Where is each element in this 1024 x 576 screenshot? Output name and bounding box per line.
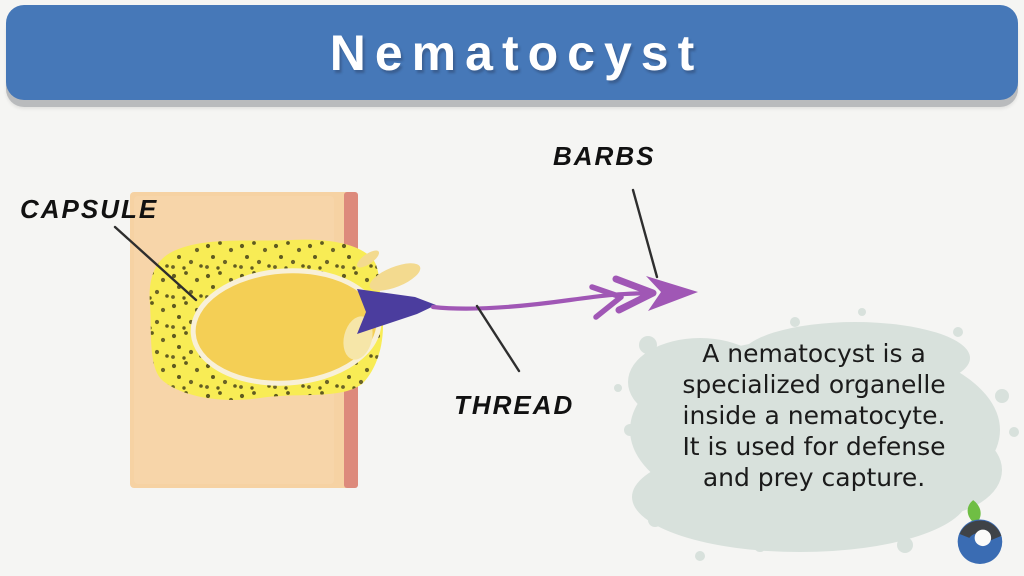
title-banner: Nematocyst	[6, 5, 1018, 100]
biology-online-logo-icon	[957, 500, 1003, 564]
capsule-illustration	[149, 239, 384, 400]
dart-base	[357, 289, 436, 334]
thread-line	[430, 290, 651, 311]
barbs-label: BARBS	[553, 141, 656, 171]
thread-leader-line	[475, 304, 521, 373]
capsule-leader-line	[113, 225, 198, 302]
logo-hole	[974, 529, 992, 547]
definition-note: A nematocyst is a specialized organelle …	[682, 339, 946, 492]
leader-lines	[113, 188, 659, 373]
barbs-leader-line	[631, 188, 659, 279]
dart-petal-small	[356, 250, 380, 268]
arrow-barb-mid	[612, 275, 657, 314]
thread-label: THREAD	[454, 390, 575, 420]
dart-and-thread	[343, 250, 698, 360]
page-title: Nematocyst	[329, 24, 704, 81]
arrow-barb-rear	[589, 284, 624, 320]
logo-leaf	[967, 500, 981, 525]
dart-petal-upper	[369, 263, 421, 291]
arrow-head	[646, 276, 698, 311]
note-splotch	[614, 308, 1019, 561]
capsule-label: CAPSULE	[20, 194, 159, 224]
